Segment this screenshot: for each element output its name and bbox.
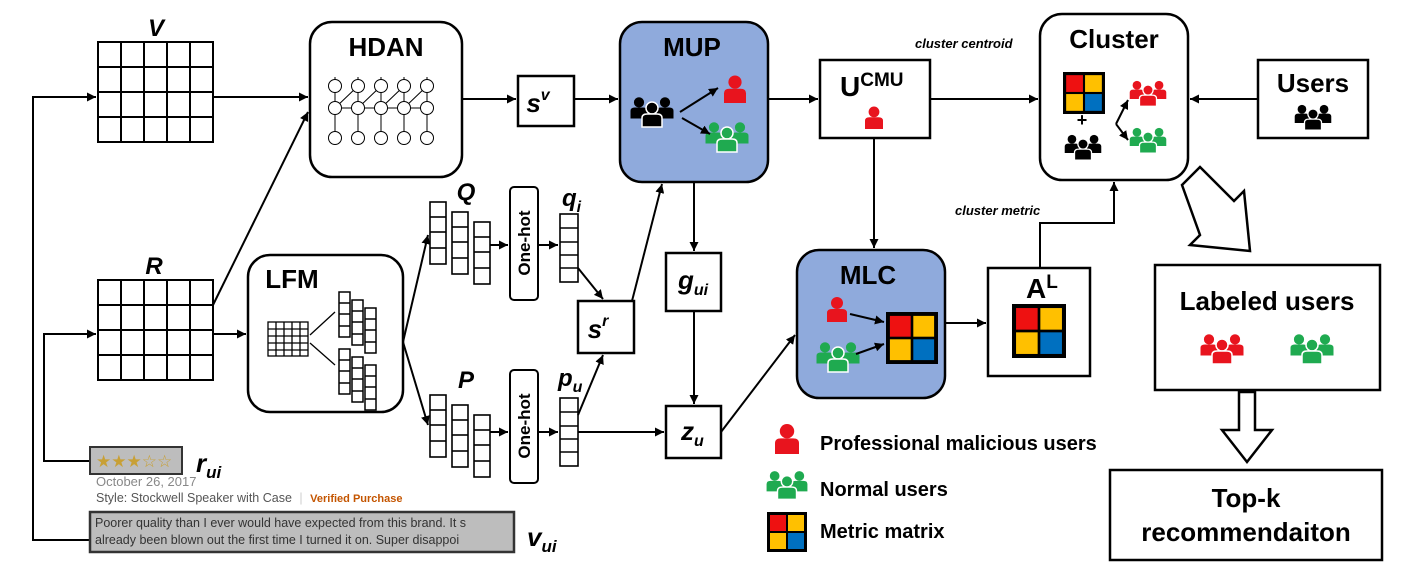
zu-label: zu [680, 416, 704, 450]
vui-label: vui [527, 522, 558, 556]
vector-pu-label: pu [557, 365, 583, 396]
matrix-v-label: V [148, 15, 166, 42]
cluster-plus-sign: + [1077, 110, 1088, 130]
vector-qi [559, 213, 579, 283]
users-label: Users [1277, 68, 1349, 98]
review-date: October 26, 2017 [96, 474, 197, 489]
legend-metric-label: Metric matrix [820, 521, 945, 543]
review-text-box [88, 510, 516, 554]
rating-box [89, 446, 183, 475]
topk-label-line2: recommendaiton [1141, 517, 1351, 547]
review-separator: | [299, 491, 303, 505]
cluster-metric-annotation: cluster metric [955, 203, 1041, 218]
labeled-users-box [1153, 263, 1382, 392]
verified-purchase-badge: Verified Purchase [310, 493, 403, 505]
mup-label: MUP [663, 32, 721, 62]
lfm-vectors-top [338, 291, 377, 354]
one-hot-label-bottom: One-hot [515, 393, 534, 458]
vector-pu [559, 397, 579, 467]
review-style: Style: Stockwell Speaker with Case [96, 491, 292, 505]
matrix-q-label: Q [457, 179, 476, 206]
rating-stars: ★★★☆☆ [96, 452, 172, 472]
al-label: AL [1026, 272, 1058, 304]
vector-qi-label: qi [562, 185, 582, 216]
one-hot-box-bottom [509, 369, 539, 484]
review-meta: Style: Stockwell Speaker with Case | Ver… [96, 491, 402, 505]
zu-node [664, 404, 723, 460]
matrix-p-label: P [458, 367, 475, 394]
topk-label-line1: Top-k [1212, 483, 1281, 513]
labeled-users-label: Labeled users [1180, 286, 1355, 316]
mup-split-arrows [679, 87, 719, 135]
legend-malicious-label: Professional malicious users [820, 433, 1097, 455]
sv-label: sv [526, 87, 550, 118]
hdan-label: HDAN [348, 32, 423, 62]
legend-metric-icon [767, 512, 807, 552]
hdan-network-graphic [328, 77, 434, 145]
mlc-arrows [849, 313, 885, 355]
gui-label: gui [677, 265, 709, 299]
mlc-label: MLC [840, 260, 897, 290]
matrix-r [97, 279, 214, 381]
review-text: Poorer quality than I ever would have ex… [95, 515, 511, 549]
mlc-metric-matrix-icon [886, 312, 938, 364]
matrix-v [97, 41, 214, 143]
ucmu-label: UCMU [840, 70, 904, 102]
cluster-label: Cluster [1069, 24, 1159, 54]
al-metric-matrix-icon [1012, 304, 1066, 358]
one-hot-label-top: One-hot [515, 210, 534, 275]
topk-box [1108, 468, 1384, 562]
review-text-line1: Poorer quality than I ever would have ex… [95, 516, 467, 530]
cluster-centroid-annotation: cluster centroid [915, 36, 1014, 51]
lfm-vectors-bottom [338, 348, 377, 411]
legend-malicious-icon [775, 424, 799, 454]
hollow-arrow-cluster-to-labeled [1180, 165, 1252, 253]
rui-label: rui [196, 448, 223, 482]
hollow-arrow-labeled-to-topk [1219, 390, 1275, 465]
matrix-r-label: R [145, 253, 163, 280]
matrix-p [429, 394, 491, 478]
legend-normal-label: Normal users [820, 479, 948, 501]
cluster-double-arrow [1115, 99, 1129, 141]
sv-node [516, 74, 576, 128]
lfm-label: LFM [265, 264, 318, 294]
connector-arrows [32, 92, 1258, 541]
lfm-factorization-graphic [267, 311, 336, 366]
legend-normal-icon [767, 471, 808, 499]
cluster-metric-matrix-icon [1063, 72, 1105, 114]
sr-label: sr [588, 313, 609, 344]
review-text-line2: already been blown out the first time I … [95, 533, 460, 547]
sr-node [576, 299, 636, 355]
one-hot-box-top [509, 186, 539, 301]
matrix-q [429, 201, 491, 285]
